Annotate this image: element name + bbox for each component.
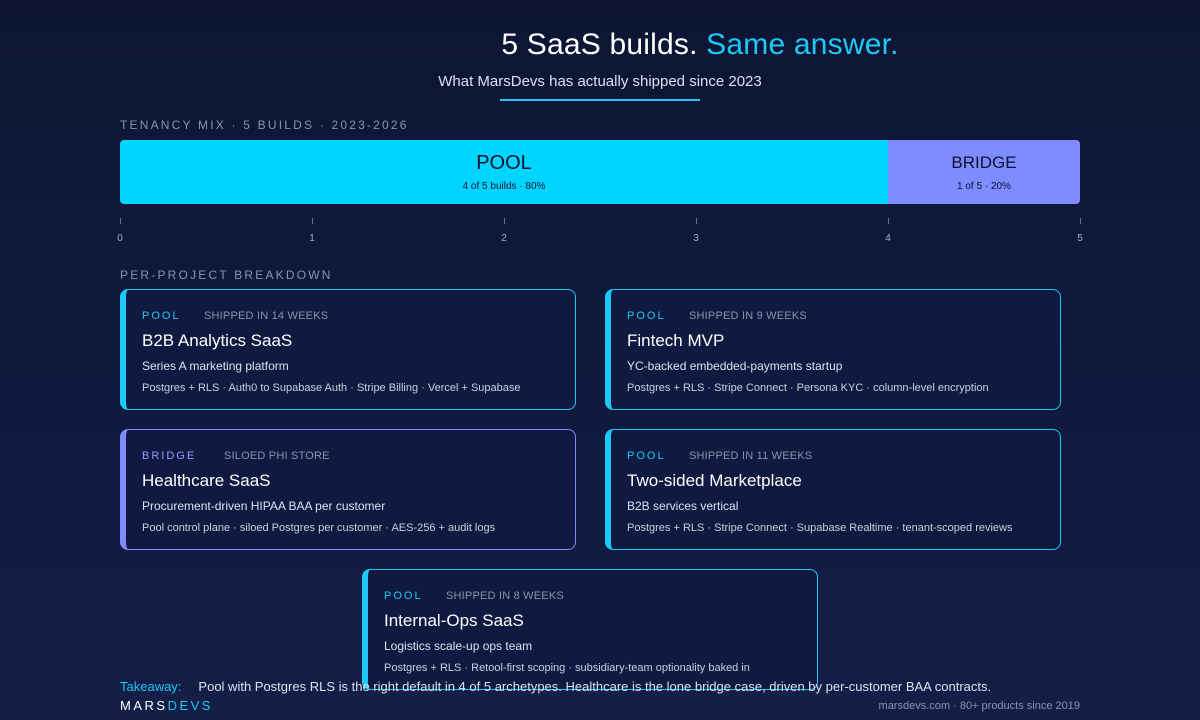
project-description: Series A marketing platform (142, 359, 289, 373)
project-meta: SHIPPED IN 14 WEEKS (204, 310, 329, 322)
tenancy-mix-bar: POOL 4 of 5 builds · 80% BRIDGE 1 of 5 · 20… (120, 140, 1080, 204)
project-title: Fintech MVP (627, 331, 725, 350)
project-meta: SILOED PHI STORE (224, 450, 330, 462)
subtitle-underline (500, 99, 700, 101)
project-card: POOL SHIPPED IN 8 WEEKS Internal-Ops SaaS L… (362, 569, 818, 690)
project-title: Two-sided Marketplace (627, 471, 802, 490)
axis-tick-label: 1 (309, 233, 315, 244)
axis-tick (888, 218, 889, 224)
project-card: BRIDGE SILOED PHI STORE Healthcare SaaS Pro… (120, 429, 576, 550)
project-meta: SHIPPED IN 8 WEEKS (446, 590, 564, 602)
axis-tick (696, 218, 697, 224)
project-description: B2B services vertical (627, 499, 739, 513)
tenancy-mix-label: TENANCY MIX · 5 BUILDS · 2023-2026 (120, 118, 409, 132)
brand-logo: MARSDEVS (120, 698, 213, 713)
axis-tick-label: 0 (117, 233, 123, 244)
title-main: 5 SaaS builds. (501, 28, 698, 61)
axis-tick (1080, 218, 1081, 224)
breakdown-label: PER-PROJECT BREAKDOWN (120, 268, 333, 282)
brand-devs: DEVS (167, 698, 213, 713)
takeaway-label: Takeaway: (120, 679, 182, 694)
brand-mars: MARS (120, 698, 168, 713)
project-card: POOL SHIPPED IN 14 WEEKS B2B Analytics Saa… (120, 289, 576, 410)
mix-segment-value-label: 4 of 5 builds · 80% (462, 181, 546, 192)
mix-segment-bridge: BRIDGE 1 of 5 · 20% (888, 140, 1080, 204)
project-stack: Postgres + RLS · Stripe Connect · Person… (627, 382, 989, 394)
project-title: Healthcare SaaS (142, 471, 271, 490)
project-title: B2B Analytics SaaS (142, 331, 293, 350)
project-description: Logistics scale-up ops team (384, 639, 533, 653)
mix-segment-value-label: 1 of 5 · 20% (957, 181, 1011, 192)
project-description: YC-backed embedded-payments startup (627, 359, 843, 373)
project-stack: Postgres + RLS · Auth0 to Supabase Auth … (142, 382, 521, 394)
axis-tick-label: 2 (501, 233, 507, 244)
axis-tick-label: 5 (1077, 233, 1083, 244)
axis-tick (120, 218, 121, 224)
takeaway-text: Pool with Postgres RLS is the right defa… (198, 679, 992, 694)
mix-segment-pool: POOL 4 of 5 builds · 80% (120, 140, 888, 204)
title-accent: Same answer. (706, 28, 899, 61)
page-title: 5 SaaS builds. Same answer. (0, 28, 1200, 62)
footer-info: marsdevs.com · 80+ products since 2019 (878, 700, 1080, 712)
project-tenancy-tag: POOL (384, 590, 423, 602)
project-description: Procurement-driven HIPAA BAA per custome… (142, 499, 386, 513)
project-tenancy-tag: BRIDGE (142, 450, 197, 462)
page-subtitle: What MarsDevs has actually shipped since… (438, 73, 762, 90)
project-stack: Postgres + RLS · Stripe Connect · Supaba… (627, 522, 1013, 534)
project-meta: SHIPPED IN 9 WEEKS (689, 310, 807, 322)
project-meta: SHIPPED IN 11 WEEKS (689, 450, 813, 462)
project-tenancy-tag: POOL (627, 450, 666, 462)
project-card: POOL SHIPPED IN 9 WEEKS Fintech MVP YC-back… (605, 289, 1061, 410)
axis-tick-label: 3 (693, 233, 699, 244)
project-stack: Postgres + RLS · Retool-first scoping · … (384, 662, 750, 674)
axis-tick-label: 4 (885, 233, 891, 244)
project-card: POOL SHIPPED IN 11 WEEKS Two-sided Marketp… (605, 429, 1061, 550)
takeaway: Takeaway: Pool with Postgres RLS is the r… (120, 679, 991, 694)
mix-segment-label: BRIDGE (951, 153, 1017, 172)
mix-segment-label: POOL (476, 152, 532, 174)
project-title: Internal-Ops SaaS (384, 611, 524, 630)
project-stack: Pool control plane · siloed Postgres per… (142, 522, 496, 534)
axis-tick (504, 218, 505, 224)
project-tenancy-tag: POOL (627, 310, 666, 322)
axis-tick (312, 218, 313, 224)
project-tenancy-tag: POOL (142, 310, 181, 322)
tenancy-mix-axis: 0 1 2 3 4 5 (117, 218, 1083, 248)
